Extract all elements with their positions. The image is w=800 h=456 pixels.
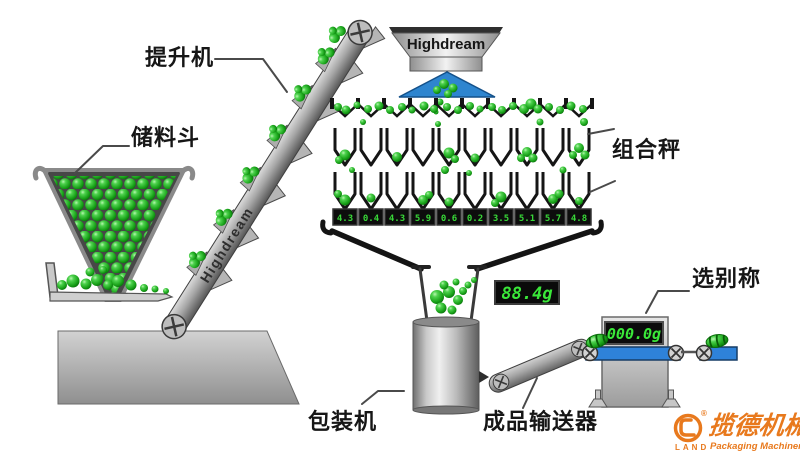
tray-balls — [57, 266, 169, 294]
leader-elevator — [214, 58, 288, 93]
feed-bucket-row — [330, 98, 594, 118]
checkweigher-belt — [585, 346, 681, 361]
weigher-brand-text: Highdream — [407, 36, 485, 53]
leader-weigher-top — [587, 128, 615, 135]
label-elevator: 提升机 — [145, 45, 215, 70]
head-display-value: 5.1 — [519, 214, 535, 224]
logo-name-cn: 揽德机械 — [707, 412, 800, 440]
outfeed-conveyor — [681, 331, 738, 362]
checkweigher-display-value: 000.0g — [607, 325, 661, 343]
head-display-value: 0.4 — [363, 214, 380, 224]
head-display-row: 4.3 0.4 4.3 5.9 0.6 0.2 3.5 5.1 5.7 4.8 — [332, 208, 592, 226]
leader-weigher-bottom — [589, 180, 616, 193]
label-storage-hopper: 储料斗 — [131, 125, 201, 150]
falling-product — [430, 277, 477, 315]
head-display-value: 4.3 — [337, 214, 353, 224]
land-logo-icon — [673, 413, 703, 443]
weigher-feed-hopper: Highdream — [389, 27, 503, 72]
head-display-value: 5.9 — [415, 214, 431, 224]
head-display-value: 3.5 — [493, 214, 509, 224]
head-display-value: 0.6 — [441, 214, 457, 224]
head-display-value: 4.8 — [571, 214, 587, 224]
combination-weigher: 4.3 0.4 4.3 5.9 0.6 0.2 3.5 5.1 5.7 4.8 — [320, 98, 604, 323]
head-display-value: 0.2 — [467, 214, 483, 224]
leader-storage-hopper — [74, 145, 130, 174]
dispersion-cone — [398, 71, 496, 115]
checkweigher: 000.0g — [581, 316, 738, 408]
leader-packaging — [361, 390, 405, 405]
weigh-hopper-row-1 — [333, 118, 591, 167]
leader-conveyor — [522, 377, 538, 409]
logo-tagline: Packaging Machinery — [710, 441, 800, 452]
collection-funnel — [320, 219, 604, 323]
label-product-conveyor: 成品输送器 — [483, 409, 599, 434]
label-packaging-machine: 包装机 — [308, 409, 378, 434]
batch-weight-value: 88.4g — [501, 284, 552, 304]
product-conveyor — [488, 338, 591, 394]
packaging-machine — [412, 277, 489, 415]
logo-name-en: LAND — [675, 443, 710, 452]
vibrating-tray — [45, 262, 174, 302]
head-display-value: 4.3 — [389, 214, 405, 224]
batch-weight-display: 88.4g — [494, 280, 560, 305]
label-combination-weigher: 组合秤 — [612, 137, 682, 162]
leader-lines — [74, 58, 690, 409]
leader-checkweigher — [645, 290, 690, 314]
label-checkweigher: 选别称 — [692, 266, 762, 291]
head-display-value: 5.7 — [545, 214, 561, 224]
logo-registered-mark: ® — [701, 409, 707, 418]
weigh-hopper-row-2 — [333, 166, 591, 211]
base-platform — [57, 330, 300, 405]
